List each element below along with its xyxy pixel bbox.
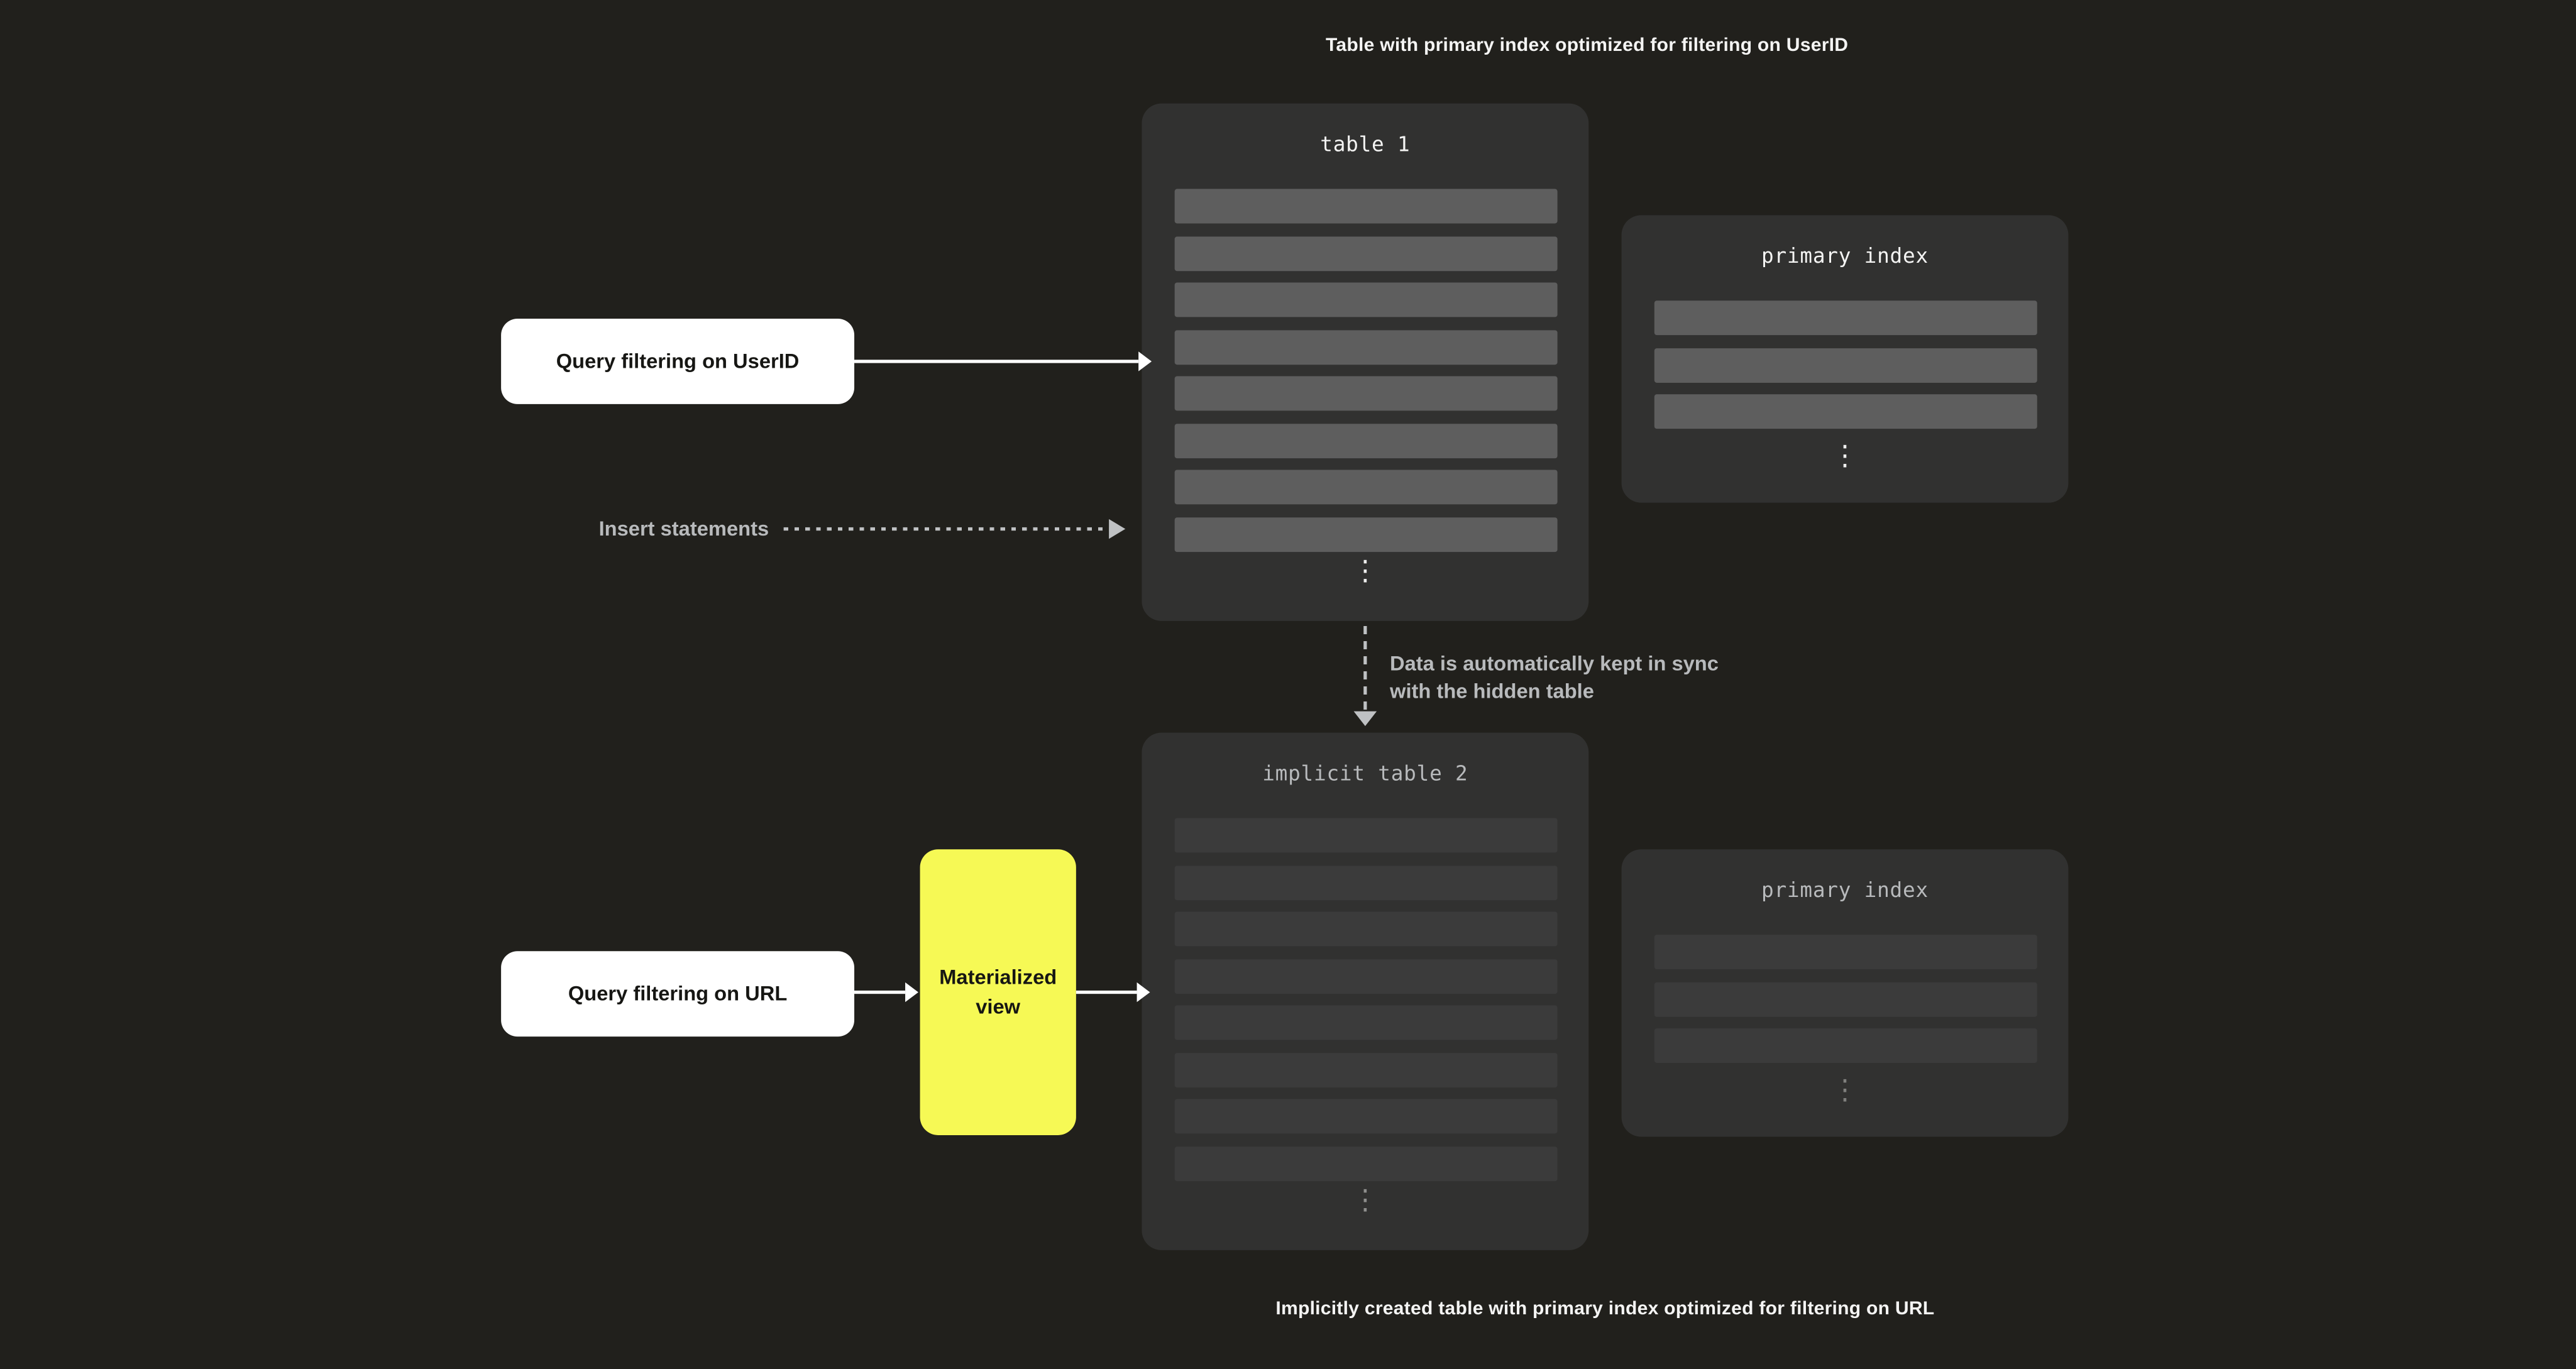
arrow-query-url-to-materialized-view bbox=[854, 990, 906, 994]
table-row bbox=[1174, 470, 1557, 505]
table-row bbox=[1174, 911, 1557, 947]
sync-arrowhead-icon bbox=[1353, 711, 1377, 727]
insert-statements-arrowhead-icon bbox=[1109, 518, 1126, 538]
arrow-query-url-arrowhead-icon bbox=[905, 981, 918, 1001]
arrow-materialized-view-arrowhead-icon bbox=[1137, 981, 1150, 1001]
table-row bbox=[1653, 981, 2037, 1016]
table-row bbox=[1174, 329, 1557, 364]
node-query-filtering-url: Query filtering on URL bbox=[501, 951, 855, 1037]
table-row bbox=[1653, 300, 2037, 336]
sync-note-line2: with the hidden table bbox=[1390, 679, 1594, 703]
overflow-ellipsis: ⋮ bbox=[1351, 555, 1380, 588]
table-row bbox=[1174, 1052, 1557, 1087]
node-materialized-view: Materialized view bbox=[920, 849, 1076, 1135]
table-row bbox=[1653, 394, 2037, 429]
panel-table-1-rows bbox=[1174, 189, 1557, 551]
panel-primary-index-bottom: primary index ⋮ bbox=[1621, 849, 2069, 1137]
panel-primary-index-bottom-title: primary index bbox=[1761, 877, 1929, 902]
table-row bbox=[1174, 865, 1557, 899]
caption-bottom: Implicitly created table with primary in… bbox=[1275, 1299, 1935, 1319]
table-row bbox=[1174, 516, 1557, 551]
table-row bbox=[1174, 422, 1557, 458]
table-row bbox=[1174, 1005, 1557, 1040]
table-row bbox=[1174, 376, 1557, 411]
panel-table-1: table 1 ⋮ bbox=[1142, 103, 1589, 621]
table-row bbox=[1174, 1145, 1557, 1180]
panel-primary-index-top-rows bbox=[1653, 300, 2037, 429]
panel-implicit-table-2: implicit table 2 ⋮ bbox=[1142, 732, 1589, 1250]
table-row bbox=[1653, 935, 2037, 969]
sync-note-line1: Data is automatically kept in sync bbox=[1390, 651, 1719, 674]
overflow-ellipsis: ⋮ bbox=[1830, 1073, 1859, 1107]
panel-primary-index-top-title: primary index bbox=[1761, 243, 1929, 268]
table-row bbox=[1653, 347, 2037, 382]
panel-primary-index-top: primary index ⋮ bbox=[1621, 215, 2069, 503]
arrow-query-userid-to-table1 bbox=[854, 360, 1139, 363]
table-row bbox=[1174, 958, 1557, 993]
panel-primary-index-bottom-rows bbox=[1653, 935, 2037, 1063]
sync-note: Data is automatically kept in sync with … bbox=[1390, 650, 1719, 707]
panel-implicit-table-2-title: implicit table 2 bbox=[1262, 761, 1468, 786]
sync-dashed-arrow bbox=[1363, 625, 1367, 712]
panel-implicit-table-2-rows bbox=[1174, 818, 1557, 1180]
table-row bbox=[1174, 282, 1557, 317]
panel-table-1-title: table 1 bbox=[1320, 131, 1411, 157]
arrow-query-userid-arrowhead-icon bbox=[1138, 350, 1152, 371]
node-query-filtering-userid: Query filtering on UserID bbox=[501, 319, 855, 404]
table-row bbox=[1174, 189, 1557, 224]
table-row bbox=[1653, 1028, 2037, 1063]
overflow-ellipsis: ⋮ bbox=[1351, 1184, 1380, 1218]
table-row bbox=[1174, 236, 1557, 270]
table-row bbox=[1174, 818, 1557, 853]
insert-statements-label: Insert statements bbox=[598, 517, 769, 541]
arrow-materialized-view-to-table2 bbox=[1076, 990, 1137, 994]
table-row bbox=[1174, 1099, 1557, 1134]
caption-top: Table with primary index optimized for f… bbox=[1326, 36, 1849, 56]
insert-statements-arrow bbox=[783, 527, 1109, 532]
overflow-ellipsis: ⋮ bbox=[1830, 439, 1859, 473]
